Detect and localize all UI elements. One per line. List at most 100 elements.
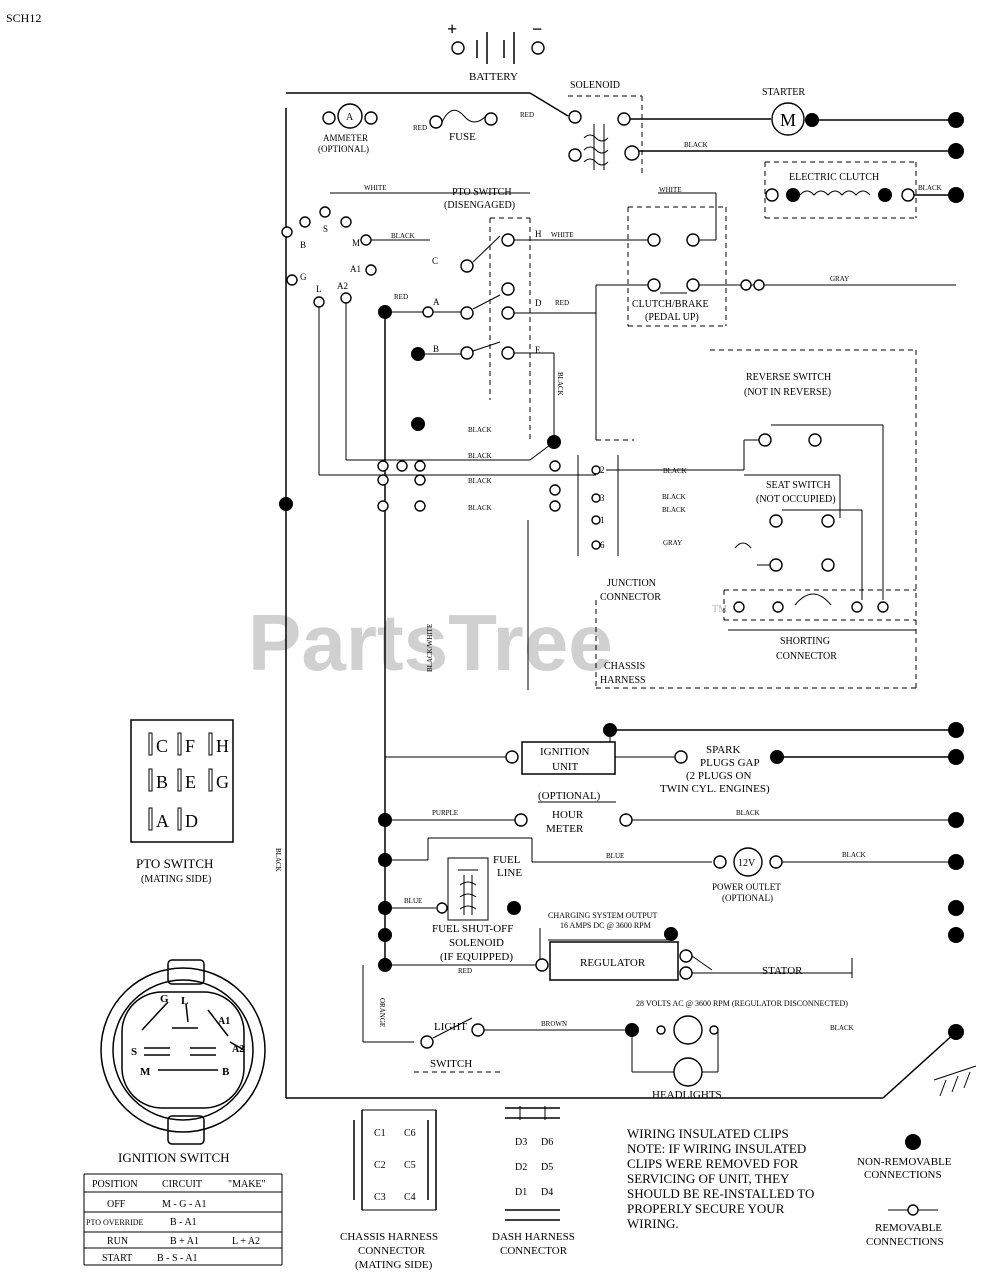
pto-switch-mating: C F H B E G A D PTO SWITCH (MATING SIDE) [130,719,234,885]
wire-label-black-j3: BLACK [662,493,686,501]
wire-label-black-po: BLACK [842,851,866,859]
watermark: PartsTree [248,598,613,687]
spark-2: PLUGS GAP [700,757,760,769]
cc-pin-4: C3 [374,1192,386,1203]
wire-label-black-d: BLACK [468,504,492,512]
power-outlet-2: (OPTIONAL) [722,893,773,903]
ign-pin-a2: A2 [337,281,348,291]
wire-label-orange: ORANGE [378,998,386,1027]
cc-label-3: (MATING SIDE) [355,1259,433,1271]
tbl-h-0: POSITION [92,1179,138,1190]
wire-label-black-hour: BLACK [736,809,760,817]
pto-mating-1: PTO SWITCH [136,856,213,871]
fuel-line-2: LINE [497,867,522,879]
power-outlet-1: POWER OUTLET [712,882,781,892]
pto-mating-2: (MATING SIDE) [141,874,211,885]
pto-grid-r1c2: G [216,772,229,792]
pto-grid-r1c1: E [185,772,196,792]
battery: + − BATTERY [447,19,545,83]
ign-pin-a1: A1 [350,264,361,274]
legend-nonremovable-1: NON-REMOVABLE [857,1156,952,1168]
reverse-switch: REVERSE SWITCH (NOT IN REVERSE) [743,372,884,600]
wire-label-purple: PURPLE [432,809,458,817]
cc-pin-1: C6 [404,1128,416,1139]
tbl-r3-1: B - S - A1 [157,1253,198,1264]
seat-label: SEAT SWITCH [766,480,831,491]
hour-optional: (OPTIONAL) [538,790,601,802]
junc-pin-3: 3 [600,493,605,503]
ign-t-b: B [222,1066,230,1078]
dc-pin-2: D2 [515,1162,527,1173]
wire-label-gray-j6: GRAY [663,539,682,547]
starter: STARTER M [630,87,964,136]
chassis-harness-connector: C1 C6 C2 C5 C3 C4 CHASSIS HARNESS CONNEC… [340,1109,438,1271]
dc-pin-1: D6 [541,1137,553,1148]
dc-pin-5: D4 [541,1187,553,1198]
battery-plus: + [447,19,457,39]
wire-label-black-hl: BLACK [830,1024,854,1032]
wire-label-black-j1: BLACK [662,506,686,514]
pto-grid-r0c0: C [156,736,168,756]
page-code: SCH12 [6,11,41,25]
ign-t-s: S [131,1046,137,1058]
cc-label-1: CHASSIS HARNESS [340,1231,438,1243]
shorting-label-1: SHORTING [780,636,830,647]
seat-switch: SEAT SWITCH (NOT OCCUPIED) [734,474,863,600]
clips-note: WIRING INSULATED CLIPS NOTE: IF WIRING I… [627,1126,814,1231]
pto-grid-r1c0: B [156,772,168,792]
cc-pin-0: C1 [374,1128,386,1139]
pto-grid-r2c1: D [185,811,198,831]
dash-harness-connector: D3 D6 D2 D5 D1 D4 DASH HARNESS CONNECTOR [492,1106,575,1257]
ign-t-g: G [160,993,169,1005]
shorting-connector: SHORTING CONNECTOR [723,589,916,662]
pto-grid-r0c2: H [216,736,229,756]
wire-label-black-j2: BLACK [663,467,687,475]
clutch-brake-state: (PEDAL UP) [645,312,699,323]
wire-label-red-fuse: RED [413,124,427,132]
ac-note: 28 VOLTS AC @ 3600 RPM (REGULATOR DISCON… [636,999,848,1008]
ign-t-l: L [181,995,188,1007]
power-outlet-symbol: 12V [738,858,756,869]
ign-t-m: M [140,1066,151,1078]
fuse: RED FUSE RED [413,109,534,143]
battery-label: BATTERY [469,71,518,83]
junction-pins-left [377,460,561,512]
clips-line-4: PROPERLY SECURE YOUR [627,1201,785,1216]
wire-label-white-pto: WHITE [551,231,574,239]
tbl-r1-0: PTO OVERRIDE [86,1218,144,1227]
solenoid: SOLENOID [568,80,643,175]
chassis-harness: CHASSIS HARNESS [595,349,917,689]
ignition-switch-terminals: B S M A1 G L A2 WHITE BLACK [281,184,530,475]
clutch-brake-label: CLUTCH/BRAKE [632,299,709,310]
clips-title: WIRING INSULATED CLIPS [627,1126,789,1141]
ign-pin-b: B [300,240,306,250]
ignition-switch: G L A1 A2 S M B IGNITION SWITCH [100,959,266,1165]
wire-label-white-cb: WHITE [659,186,682,194]
wire-label-gray-cb: GRAY [830,275,849,283]
clips-line-5: WIRING. [627,1216,679,1231]
wire-label-blue-fs: BLUE [404,897,422,905]
legend: NON-REMOVABLE CONNECTIONS REMOVABLE CONN… [857,1134,952,1248]
chassis-harness-2: HARNESS [600,675,646,686]
headlights-label: HEADLIGHTS [652,1089,722,1101]
pto-switch-label: PTO SWITCH [452,187,512,198]
wire-label-red-pto-d: RED [555,299,569,307]
wire-label-black-pto-e: BLACK [556,372,564,396]
junc-pin-2: 2 [600,465,605,475]
pto-pin-a: A [433,297,440,307]
junc-pin-1: 1 [600,515,605,525]
cc-pin-5: C4 [404,1192,416,1203]
regulator-label: REGULATOR [580,957,646,969]
hour-meter: PURPLE (OPTIONAL) HOUR METER BLACK [378,790,964,835]
clips-line-1: CLIPS WERE REMOVED FOR [627,1156,799,1171]
wire-label-red-reg: RED [458,967,472,975]
reverse-state: (NOT IN REVERSE) [744,387,831,398]
pto-switch-state: (DISENGAGED) [444,200,515,211]
ignition-unit: IGNITION UNIT SPARK PLUGS GAP (2 PLUGS O… [385,722,964,795]
pto-pin-d: D [535,298,542,308]
solenoid-label: SOLENOID [570,80,620,91]
junc-pin-6: 6 [600,540,605,550]
pto-pin-c: C [432,256,438,266]
fuel-solenoid: FUEL LINE BLUE FUEL SHUT-OFF SOLENOID (I… [378,854,522,963]
legend-removable-1: REMOVABLE [875,1222,942,1234]
